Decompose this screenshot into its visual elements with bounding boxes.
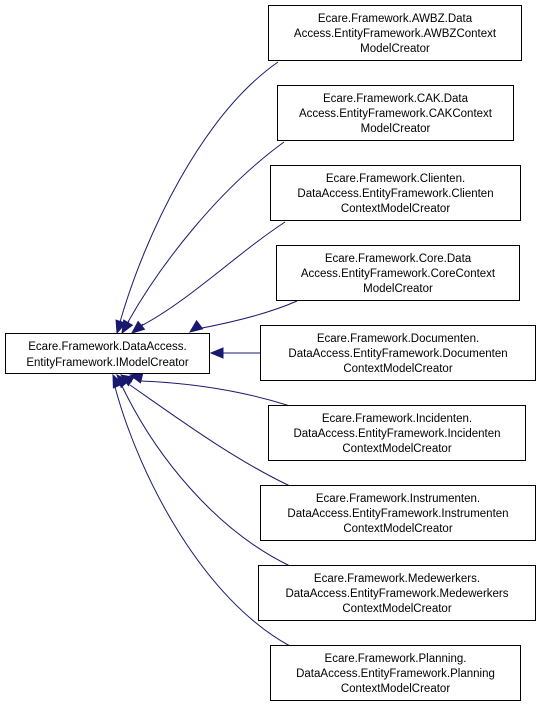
edge-awbz-to-base: [119, 61, 279, 323]
edge-medewerkers-tail: [123, 382, 126, 385]
derived-node-instrumenten-box: [260, 485, 536, 541]
derived-node-clienten-box: [270, 165, 521, 221]
derived-node-medewerkers-line-2: DataAccess.EntityFramework.Medewerkers: [285, 588, 508, 600]
derived-node-documenten-line-2: DataAccess.EntityFramework.Documenten: [288, 348, 507, 360]
edge-clienten-arrowhead: [130, 320, 146, 334]
base-node-line-1: Ecare.Framework.DataAccess.: [28, 341, 187, 353]
edge-documenten-arrowhead: [209, 347, 224, 359]
derived-node-awbz-line-3: ModelCreator: [360, 43, 430, 55]
derived-node-instrumenten-line-2: DataAccess.EntityFramework.Instrumenten: [287, 508, 508, 520]
derived-node-clienten-line-3: ContextModelCreator: [341, 203, 450, 215]
base-node-line-2: EntityFramework.IModelCreator: [26, 357, 188, 369]
derived-node-cak-line-2: Access.EntityFramework.CAKContext: [299, 108, 493, 120]
derived-node-documenten-line-1: Ecare.Framework.Documenten.: [317, 333, 479, 345]
derived-node-documenten-box: [260, 325, 536, 381]
derived-node-instrumenten-line-3: ContextModelCreator: [343, 523, 452, 535]
derived-node-instrumenten-line-1: Ecare.Framework.Instrumenten.: [316, 493, 480, 505]
edge-medewerkers-to-base: [121, 385, 291, 567]
derived-node-planning-box: [270, 645, 521, 701]
edge-planning-arrowhead: [112, 373, 124, 389]
edge-instrumenten-to-base: [129, 384, 291, 487]
edge-clienten-tail: [140, 323, 144, 326]
derived-node-clienten-line-2: DataAccess.EntityFramework.Clienten: [297, 188, 493, 200]
derived-node-documenten-line-3: ContextModelCreator: [343, 363, 452, 375]
edge-core-arrowhead: [188, 319, 204, 333]
derived-node-cak-line-1: Ecare.Framework.CAK.Data: [323, 93, 469, 105]
derived-node-incidenten[interactable]: Ecare.Framework.Incidenten. DataAccess.E…: [268, 405, 526, 461]
derived-node-core-line-1: Ecare.Framework.Core.Data: [325, 253, 472, 265]
derived-node-medewerkers-line-1: Ecare.Framework.Medewerkers.: [314, 573, 480, 585]
derived-node-cak-line-3: ModelCreator: [361, 123, 431, 135]
derived-node-core[interactable]: Ecare.Framework.Core.Data Access.EntityF…: [276, 245, 520, 301]
derived-node-instrumenten[interactable]: Ecare.Framework.Instrumenten. DataAccess…: [260, 485, 536, 541]
base-node[interactable]: Ecare.Framework.DataAccess. EntityFramew…: [5, 333, 210, 374]
derived-node-planning-line-2: DataAccess.EntityFramework.Planning: [296, 668, 495, 680]
edge-cak-tail: [127, 320, 130, 323]
derived-node-awbz-line-2: Access.EntityFramework.AWBZContext: [294, 28, 497, 40]
base-node-box: [5, 333, 210, 374]
derived-node-core-box: [276, 245, 520, 301]
derived-node-incidenten-line-3: ContextModelCreator: [342, 443, 451, 455]
derived-node-medewerkers-line-3: ContextModelCreator: [342, 603, 451, 615]
edge-cak-arrowhead: [121, 319, 134, 335]
derived-node-documenten[interactable]: Ecare.Framework.Documenten. DataAccess.E…: [260, 325, 536, 381]
derived-node-planning[interactable]: Ecare.Framework.Planning. DataAccess.Ent…: [270, 645, 521, 701]
derived-node-medewerkers-box: [258, 565, 536, 621]
derived-node-awbz-line-1: Ecare.Framework.AWBZ.Data: [318, 13, 473, 25]
edge-planning-to-base: [114, 386, 291, 647]
derived-node-awbz[interactable]: Ecare.Framework.AWBZ.Data Access.EntityF…: [268, 5, 522, 61]
edge-core-tail: [197, 324, 200, 327]
derived-node-clienten-line-1: Ecare.Framework.Clienten.: [326, 173, 465, 185]
derived-node-planning-line-1: Ecare.Framework.Planning.: [325, 653, 467, 665]
inheritance-edges: [112, 61, 298, 647]
edge-incidenten-to-base: [140, 380, 291, 407]
derived-node-incidenten-line-1: Ecare.Framework.Incidenten.: [322, 413, 472, 425]
derived-node-medewerkers[interactable]: Ecare.Framework.Medewerkers. DataAccess.…: [258, 565, 536, 621]
edge-clienten-to-base: [140, 221, 286, 327]
derived-node-core-line-2: Access.EntityFramework.CoreContext: [301, 268, 496, 280]
derived-node-clienten[interactable]: Ecare.Framework.Clienten. DataAccess.Ent…: [270, 165, 521, 221]
edge-core-to-base: [196, 300, 298, 330]
derived-node-planning-line-3: ContextModelCreator: [341, 683, 450, 695]
derived-node-incidenten-box: [268, 405, 526, 461]
edge-cak-to-base: [127, 141, 285, 323]
derived-node-cak-box: [277, 85, 514, 141]
derived-node-incidenten-line-2: DataAccess.EntityFramework.Incidenten: [293, 428, 500, 440]
edge-instrumenten-tail: [130, 381, 133, 383]
derived-node-cak[interactable]: Ecare.Framework.CAK.Data Access.EntityFr…: [277, 85, 514, 141]
derived-node-core-line-3: ModelCreator: [363, 283, 433, 295]
derived-node-awbz-box: [268, 5, 522, 61]
